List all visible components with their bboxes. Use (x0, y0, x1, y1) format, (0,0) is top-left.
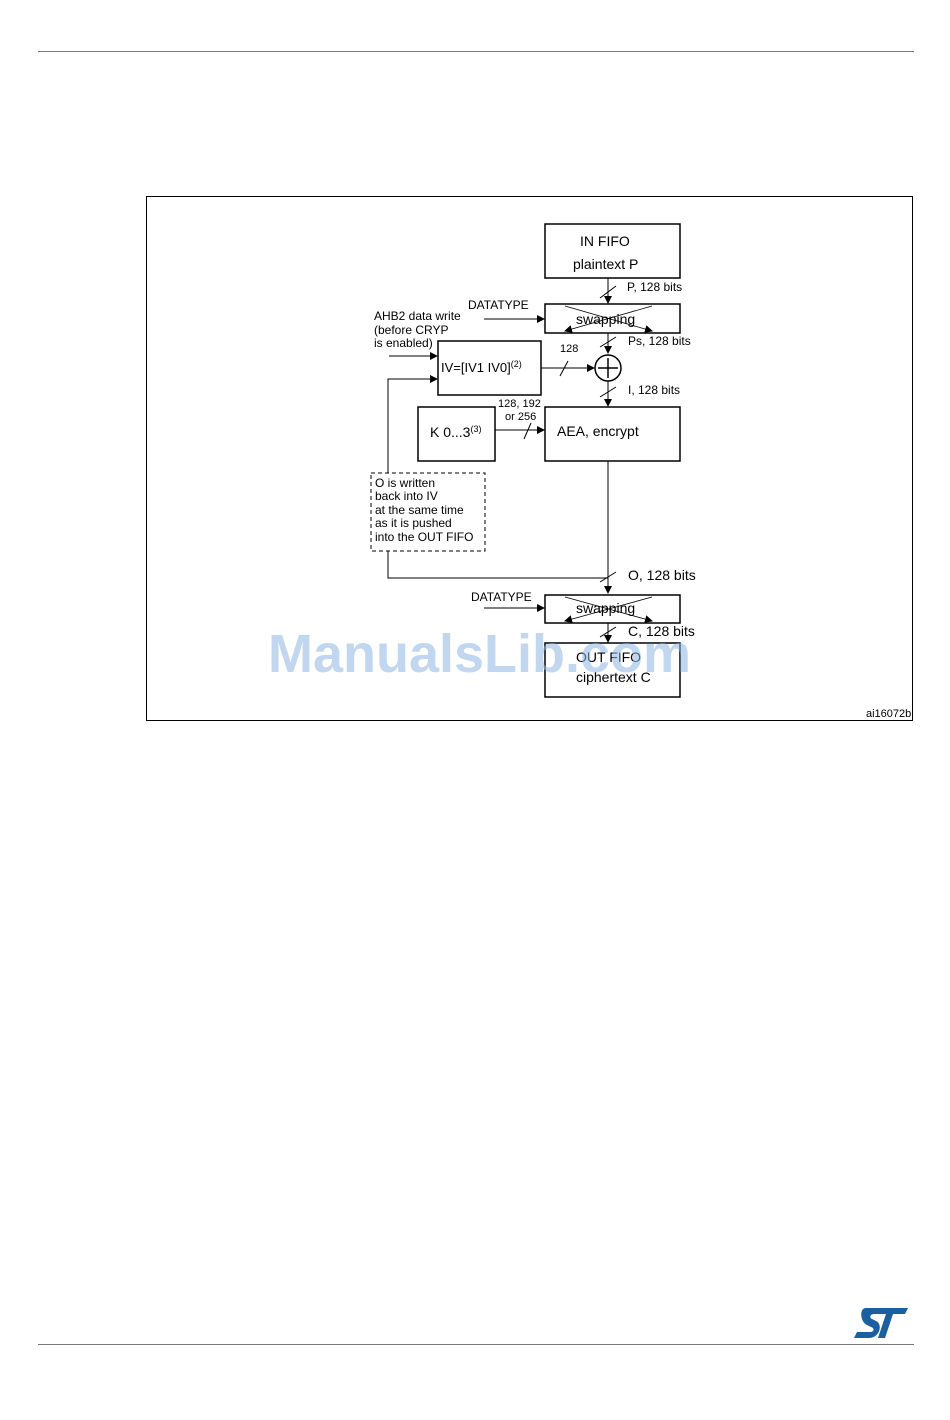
ahb2-line3: is enabled) (374, 336, 433, 350)
key-bus-slash (523, 422, 532, 440)
key-register-label: K 0...3(3) (430, 424, 481, 440)
top-rule (38, 51, 914, 52)
note-line2: back into IV (375, 489, 438, 503)
note-line4: as it is pushed (375, 516, 452, 530)
ps-bus-slash (599, 336, 617, 348)
note-line5: into the OUT FIFO (375, 530, 473, 544)
aea-encrypt-box (544, 406, 681, 462)
in-fifo-sublabel: plaintext P (573, 256, 638, 272)
datatype-top-label: DATATYPE (468, 298, 529, 312)
iv-register-label: IV=[IV1 IV0](2) (441, 359, 522, 375)
out-fifo-label: OUT FIFO (576, 649, 641, 665)
figure-frame (146, 196, 913, 721)
key-bus-width-2: or 256 (505, 411, 536, 423)
c-bits-label: C, 128 bits (628, 623, 695, 639)
aea-encrypt-label: AEA, encrypt (557, 423, 639, 439)
ps-bits-label: Ps, 128 bits (628, 334, 691, 348)
out-fifo-box (544, 642, 681, 698)
ahb2-line1: AHB2 data write (374, 309, 461, 323)
note-line3: at the same time (375, 503, 464, 517)
key-register-box (417, 406, 496, 462)
swapping-bottom-label: swapping (576, 600, 635, 616)
in-fifo-label: IN FIFO (580, 233, 630, 249)
i-bits-label: I, 128 bits (628, 383, 680, 397)
swap-top-cross-b (564, 305, 653, 333)
st-logo-icon (854, 1308, 908, 1338)
o-bits-label: O, 128 bits (628, 567, 696, 583)
out-fifo-sublabel: ciphertext C (576, 669, 651, 685)
ahb2-line2: (before CRYP (374, 323, 448, 337)
watermark: ManualsLib.com (268, 624, 692, 684)
iv-bus-slash (559, 360, 569, 377)
o-bus-slash (599, 571, 617, 583)
note-box (370, 472, 486, 552)
note-line1: O is written (375, 476, 435, 490)
p-bits-label: P, 128 bits (627, 280, 682, 294)
st-logo-shape (854, 1308, 908, 1338)
in-fifo-box (544, 223, 681, 279)
iv-register-box (437, 340, 542, 396)
iv-bus-width: 128 (560, 343, 578, 355)
key-bus-width-1: 128, 192 (498, 398, 541, 410)
swapping-top-label: swapping (576, 311, 635, 327)
swap-bottom-cross-b (564, 596, 653, 623)
datatype-bottom-label: DATATYPE (471, 590, 532, 604)
figure-id: ai16072b (866, 708, 911, 720)
c-bus-slash (599, 626, 617, 638)
p-bus-slash (599, 285, 617, 299)
bottom-rule (38, 1344, 914, 1345)
i-bus-slash (599, 386, 617, 398)
